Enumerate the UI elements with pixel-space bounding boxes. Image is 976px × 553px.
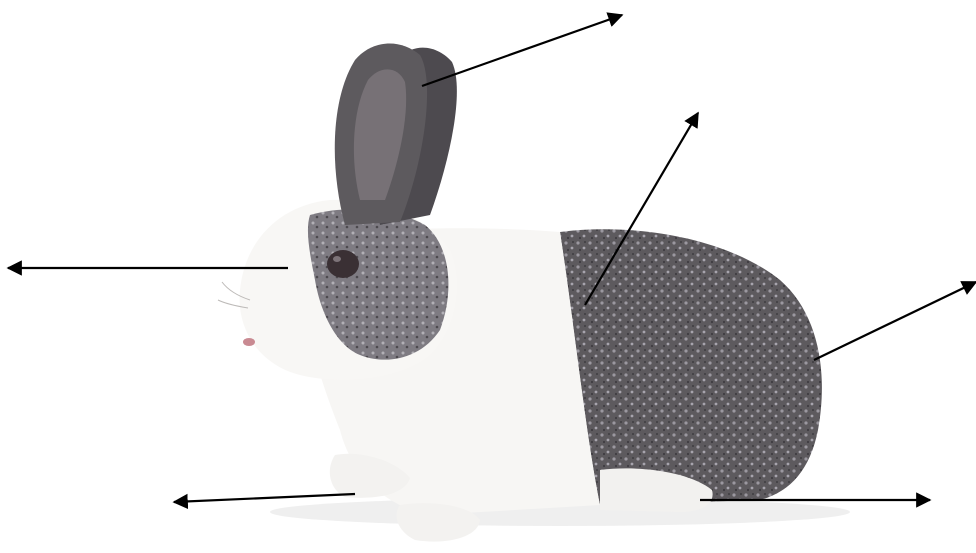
- nose: [243, 338, 255, 346]
- arrow-rump: [814, 282, 976, 360]
- arrow-front-paw: [174, 494, 355, 502]
- rear-body: [560, 229, 822, 505]
- eye: [327, 250, 359, 278]
- arrow-ear: [422, 15, 622, 86]
- eye-highlight: [333, 256, 341, 262]
- rabbit-illustration: [218, 44, 850, 542]
